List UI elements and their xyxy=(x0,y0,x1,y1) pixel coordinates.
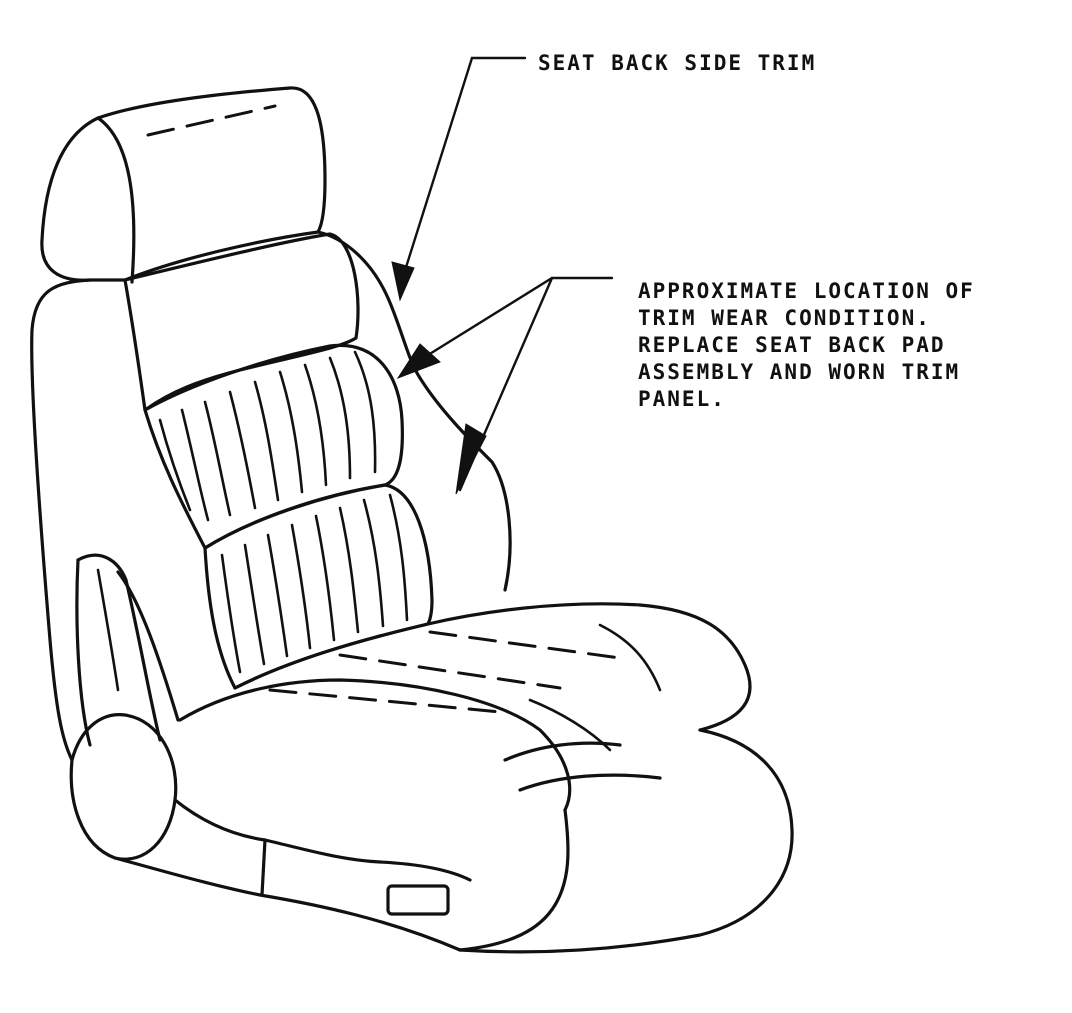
trim-wear-note-line: ASSEMBLY AND WORN TRIM xyxy=(638,360,961,384)
seat-base xyxy=(113,728,794,954)
trim-wear-note-line: APPROXIMATE LOCATION OF xyxy=(638,279,975,303)
pleated-section-upper xyxy=(143,343,404,550)
trim-wear-leader xyxy=(396,276,614,495)
upper-roll xyxy=(123,232,360,412)
side-trim-leader xyxy=(391,56,527,302)
headrest xyxy=(40,86,327,284)
seat-adjuster-handle xyxy=(386,884,450,916)
side-panel xyxy=(75,553,180,747)
seat-back-shell xyxy=(30,230,512,762)
trim-wear-note: APPROXIMATE LOCATION OF TRIM WEAR CONDIT… xyxy=(638,278,975,413)
trim-wear-note-line: TRIM WEAR CONDITION. xyxy=(638,306,931,330)
trim-wear-note-line: PANEL. xyxy=(638,387,726,411)
seat-back-side-trim-label: SEAT BACK SIDE TRIM xyxy=(538,51,817,75)
trim-wear-note-line: REPLACE SEAT BACK PAD xyxy=(638,333,946,357)
pleated-section-lower xyxy=(203,483,434,690)
seat-cushion xyxy=(178,602,752,812)
